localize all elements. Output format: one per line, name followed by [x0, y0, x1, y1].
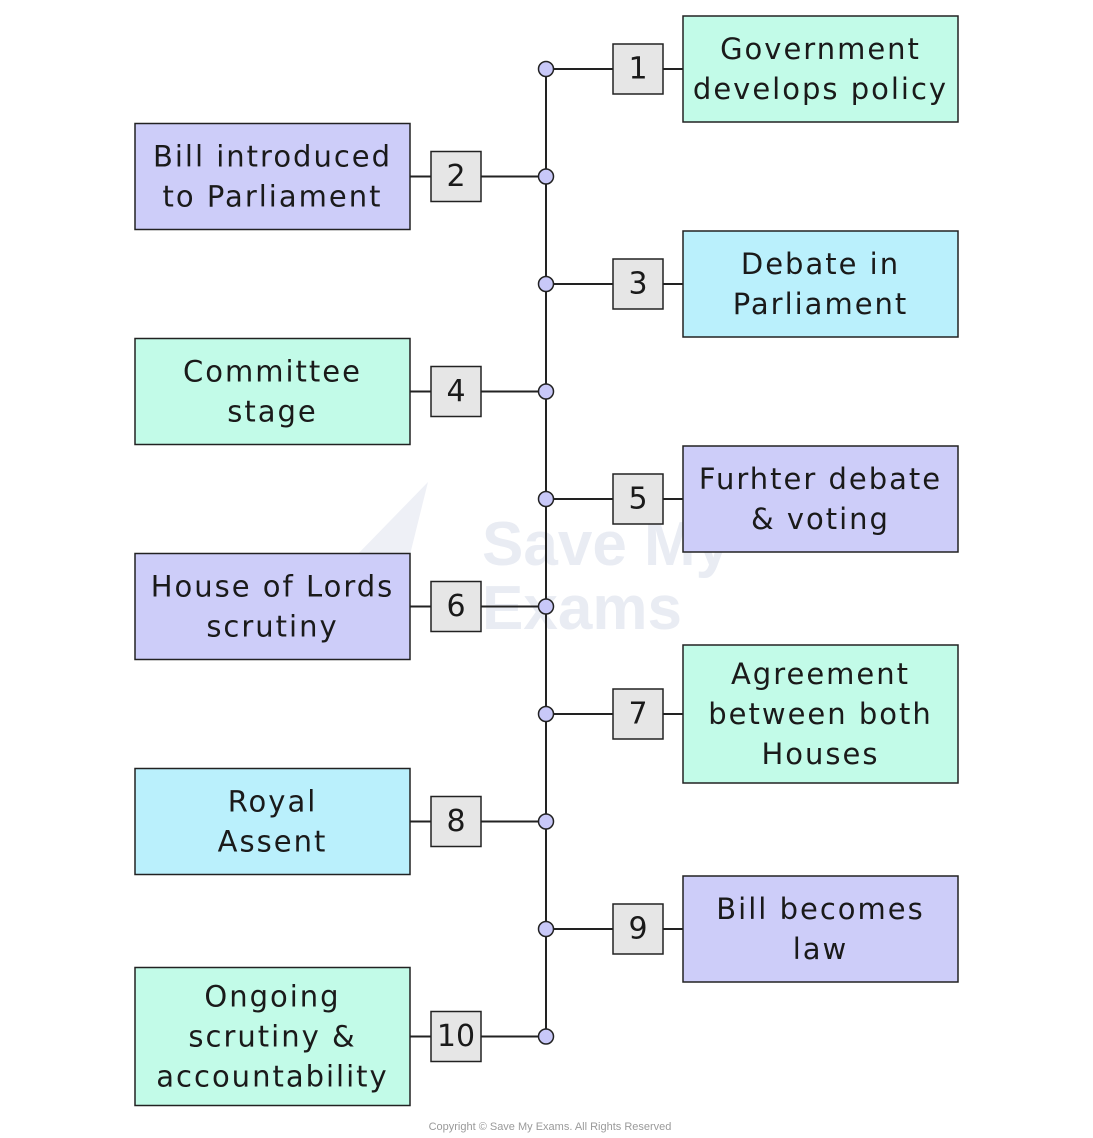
step-label-line: Bill introduced [153, 140, 392, 174]
step-box [682, 445, 959, 553]
step-label-line: Agreement [731, 657, 910, 691]
step-number-box [430, 150, 482, 203]
step-number: 3 [628, 267, 647, 302]
step-number: 9 [628, 912, 647, 947]
timeline-node [537, 813, 555, 830]
step-1: Government develops policy 1 [537, 15, 959, 123]
step-number: 5 [628, 482, 647, 517]
step-label-line: stage [227, 395, 318, 429]
step-number-box [612, 43, 664, 95]
step-label-line: Ongoing [204, 980, 340, 1014]
step-number-box [612, 258, 664, 310]
step-label-line: Debate in [741, 247, 900, 281]
step-box [134, 966, 411, 1107]
step-number-box [612, 473, 664, 525]
step-number: 10 [437, 1019, 475, 1054]
timeline-node [537, 598, 555, 615]
step-label-line: Government [720, 32, 921, 66]
step-4: Committee stage 4 [134, 337, 555, 446]
step-label-line: law [793, 932, 849, 966]
timeline-node [537, 275, 555, 293]
step-box [134, 337, 411, 446]
step-number-box [430, 580, 482, 633]
step-number: 8 [446, 804, 465, 839]
step-3: Debate in Parliament 3 [537, 230, 959, 338]
step-number: 7 [628, 697, 647, 732]
step-label-line: accountability [156, 1060, 388, 1094]
step-number: 4 [446, 374, 465, 409]
step-label-line: Royal [228, 785, 318, 819]
step-number-box [612, 688, 664, 740]
step-box [134, 767, 411, 876]
step-box [134, 552, 411, 661]
step-number: 1 [628, 52, 647, 87]
step-number-box [612, 903, 664, 955]
timeline-node [537, 490, 555, 508]
step-label-line: & voting [751, 502, 890, 536]
step-6: House of Lords scrutiny 6 [134, 552, 555, 661]
step-10: Ongoing scrutiny & accountability 10 [134, 966, 555, 1107]
step-label-line: scrutiny & [188, 1020, 356, 1054]
step-box [682, 15, 959, 123]
step-label-line: between both [708, 697, 933, 731]
timeline-node [537, 920, 555, 938]
timeline-node [537, 705, 555, 723]
step-box [134, 122, 411, 231]
step-label-line: develops policy [693, 72, 948, 106]
step-label-line: Houses [762, 737, 880, 771]
step-label-line: Assent [218, 825, 328, 859]
step-label-line: to Parliament [163, 180, 383, 214]
step-number-box [430, 1010, 482, 1063]
timeline-node [537, 168, 555, 185]
step-number: 2 [446, 159, 465, 194]
step-2: Bill introduced to Parliament 2 [134, 122, 555, 231]
step-5: Furhter debate & voting 5 [537, 445, 959, 553]
step-label-line: Parliament [733, 287, 909, 321]
copyright-notice: Copyright © Save My Exams. All Rights Re… [428, 1121, 672, 1133]
step-box [682, 644, 959, 784]
timeline-node [537, 60, 555, 78]
step-box [682, 875, 959, 983]
step-label-line: Bill becomes [716, 892, 924, 926]
step-number-box [430, 365, 482, 418]
step-label-line: Furhter debate [699, 462, 942, 496]
watermark-text: Exams [482, 574, 682, 643]
step-9: Bill becomes law 9 [537, 875, 959, 983]
step-label-line: Committee [183, 355, 362, 389]
step-box [682, 230, 959, 338]
step-label-line: scrutiny [206, 610, 338, 644]
timeline-node [537, 1028, 555, 1045]
step-label-line: House of Lords [151, 570, 395, 604]
step-number-box [430, 795, 482, 848]
step-number: 6 [446, 589, 465, 624]
timeline-node [537, 383, 555, 400]
